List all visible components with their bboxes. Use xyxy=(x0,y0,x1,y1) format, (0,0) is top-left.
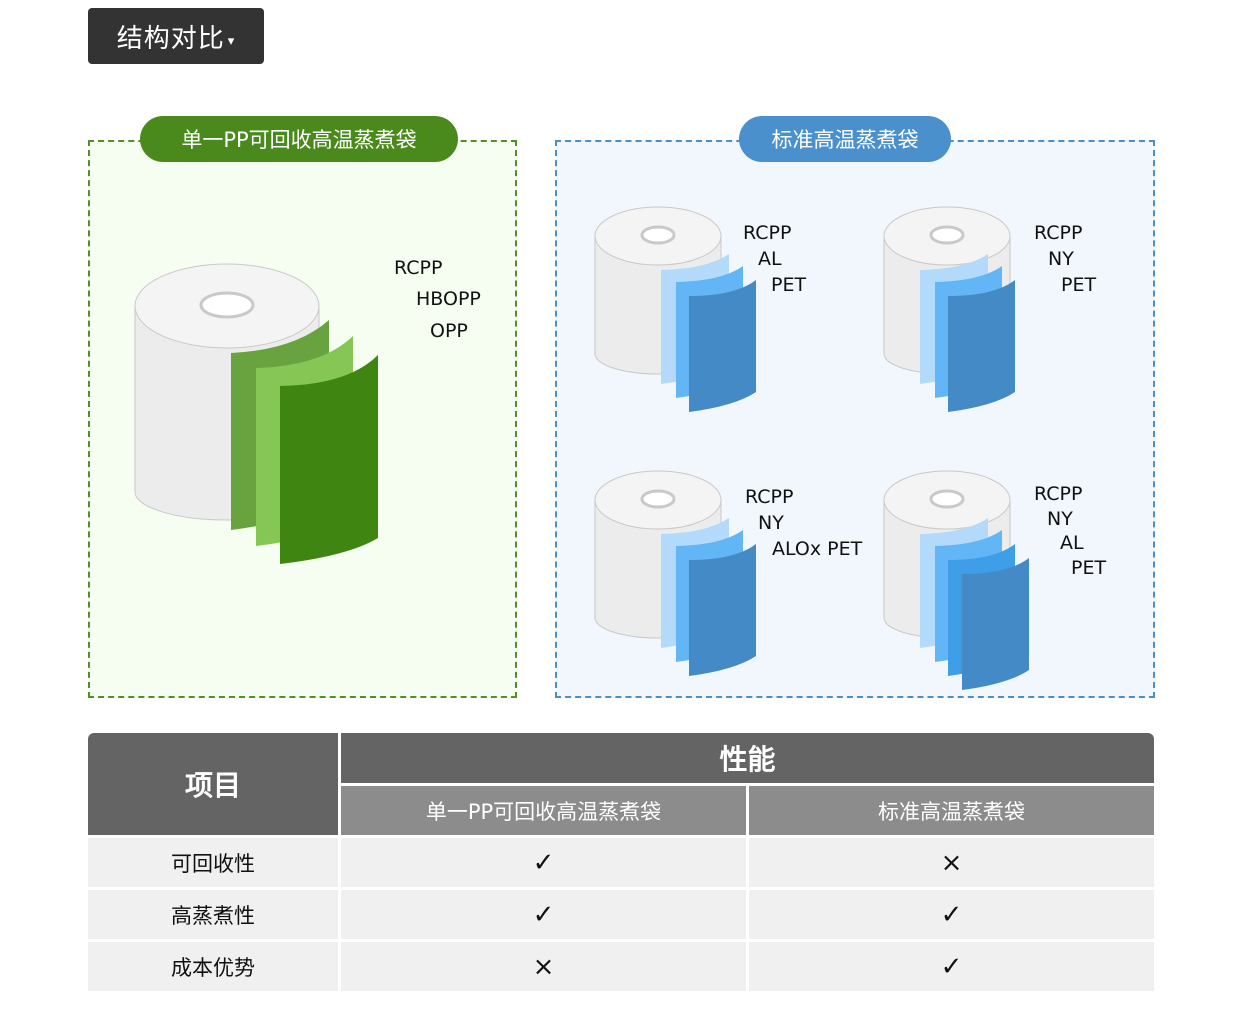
layer-label: HBOPP xyxy=(416,288,481,310)
layer-label: AL xyxy=(758,248,782,270)
layer-label: RCPP xyxy=(743,222,792,244)
layer-label: PET xyxy=(1071,557,1107,579)
layer-label: NY xyxy=(1047,508,1073,530)
layer-opp xyxy=(280,355,378,564)
table-cell: ✓ xyxy=(749,890,1154,939)
table-cell: ✓ xyxy=(341,890,746,939)
mono-pp-panel-title: 单一PP可回收高温蒸煮袋 xyxy=(140,116,458,162)
section-tag[interactable]: 结构对比 ▾ xyxy=(88,8,264,64)
roll-rcpp-ny-pet xyxy=(882,205,1015,412)
table-row-label: 成本优势 xyxy=(88,942,338,991)
layer-label: PET xyxy=(771,274,807,296)
table-header-item: 项目 xyxy=(88,733,338,835)
standard-panel: 标准高温蒸煮袋 xyxy=(555,116,1155,698)
standard-panel-title: 标准高温蒸煮袋 xyxy=(739,116,951,162)
roll-rcpp-ny-alox-pet xyxy=(593,469,756,676)
layer-label: OPP xyxy=(430,320,468,342)
table-cell: ✓ xyxy=(341,838,746,887)
chevron-down-icon: ▾ xyxy=(227,33,236,49)
table-row-label: 高蒸煮性 xyxy=(88,890,338,939)
check-icon: ✓ xyxy=(532,899,555,930)
layer-label: RCPP xyxy=(394,257,443,279)
section-tag-title: 结构对比 xyxy=(116,23,225,54)
check-icon: ✓ xyxy=(532,847,555,878)
mono-pp-panel: 单一PP可回收高温蒸煮袋 RCPP HBOPP OPP xyxy=(88,116,517,698)
layer-label: RCPP xyxy=(1034,222,1083,244)
roll-rcpp-ny-al-pet xyxy=(882,469,1029,690)
standard-rolls-illustration xyxy=(593,205,1029,690)
table-cell: × xyxy=(749,838,1154,887)
check-icon: ✓ xyxy=(940,951,963,982)
table-row-label: 可回收性 xyxy=(88,838,338,887)
table-column-header: 单一PP可回收高温蒸煮袋 xyxy=(341,786,746,835)
layer-label: RCPP xyxy=(1034,483,1083,505)
table-cell: × xyxy=(341,942,746,991)
mono-pp-roll-illustration xyxy=(134,263,378,564)
cross-icon: × xyxy=(940,847,963,878)
layer-label: AL xyxy=(1060,532,1084,554)
check-icon: ✓ xyxy=(940,899,963,930)
layer-label: NY xyxy=(1048,248,1074,270)
layer-label: RCPP xyxy=(745,486,794,508)
layer-label: PET xyxy=(1061,274,1097,296)
layer-label: ALOx PET xyxy=(772,538,863,560)
roll-core xyxy=(199,291,255,319)
roll-rcpp-al-pet xyxy=(593,205,756,412)
table-column-header: 标准高温蒸煮袋 xyxy=(749,786,1154,835)
layer-label: NY xyxy=(758,512,784,534)
cross-icon: × xyxy=(532,951,555,982)
table-header-performance: 性能 xyxy=(341,733,1154,783)
table-cell: ✓ xyxy=(749,942,1154,991)
